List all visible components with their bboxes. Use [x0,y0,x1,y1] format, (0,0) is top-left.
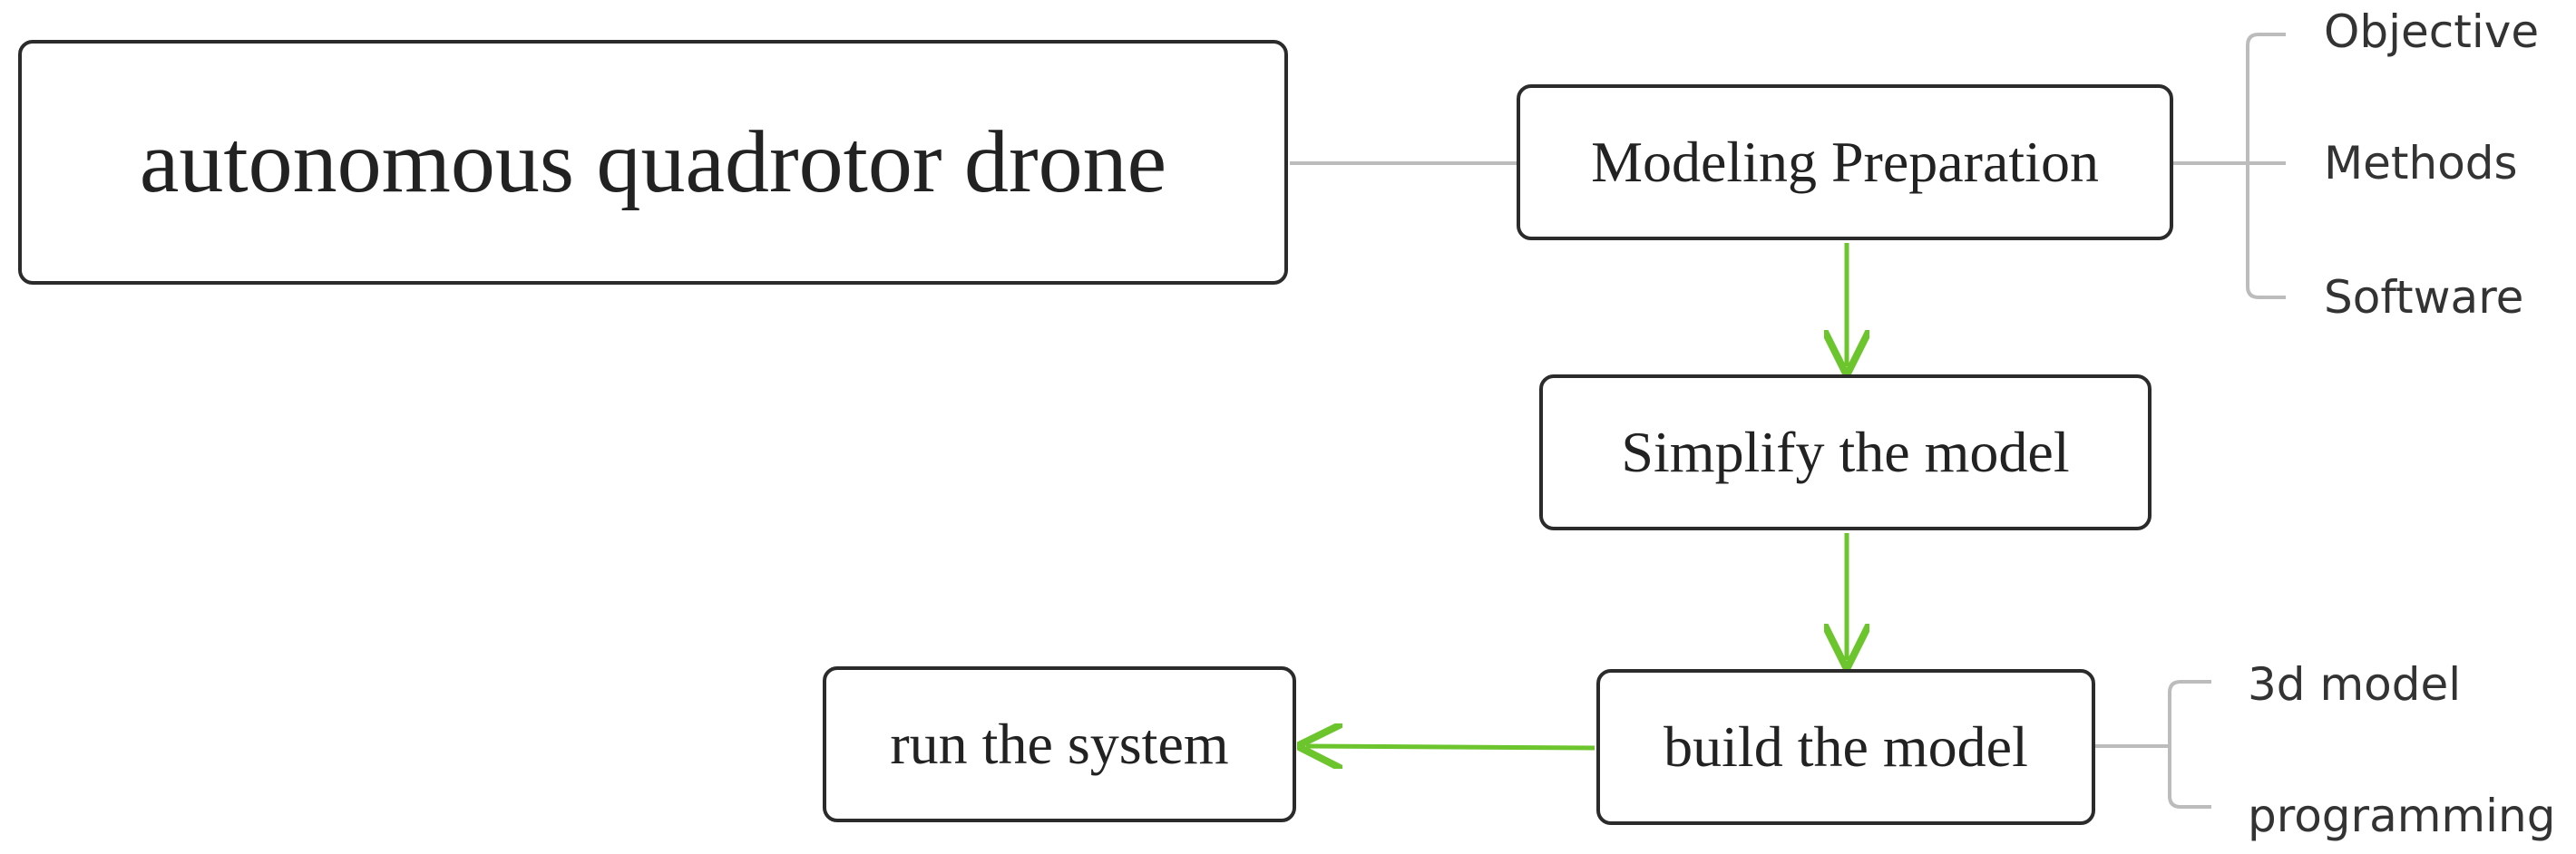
preparation-branch-bracket [2173,33,2286,299]
branch-methods: Methods [2324,137,2518,189]
node-simplify-label: Simplify the model [1621,420,2070,484]
branch-programming: programming [2248,790,2556,842]
arrow-build-to-run [1306,746,1595,748]
node-run-the-system: run the system [823,666,1296,822]
build-branch-bracket [2095,680,2211,809]
node-simplify-the-model: Simplify the model [1539,374,2152,530]
node-autonomous-quadrotor-drone: autonomous quadrotor drone [18,40,1288,285]
branch-objective: Objective [2324,5,2540,58]
node-modeling-preparation: Modeling Preparation [1517,84,2173,240]
node-preparation-label: Modeling Preparation [1591,130,2099,194]
branch-software: Software [2324,271,2524,324]
node-build-label: build the model [1664,714,2028,779]
node-run-label: run the system [890,712,1229,776]
node-main-label: autonomous quadrotor drone [139,113,1167,211]
node-build-the-model: build the model [1596,669,2095,825]
branch-3d-model: 3d model [2248,658,2462,711]
